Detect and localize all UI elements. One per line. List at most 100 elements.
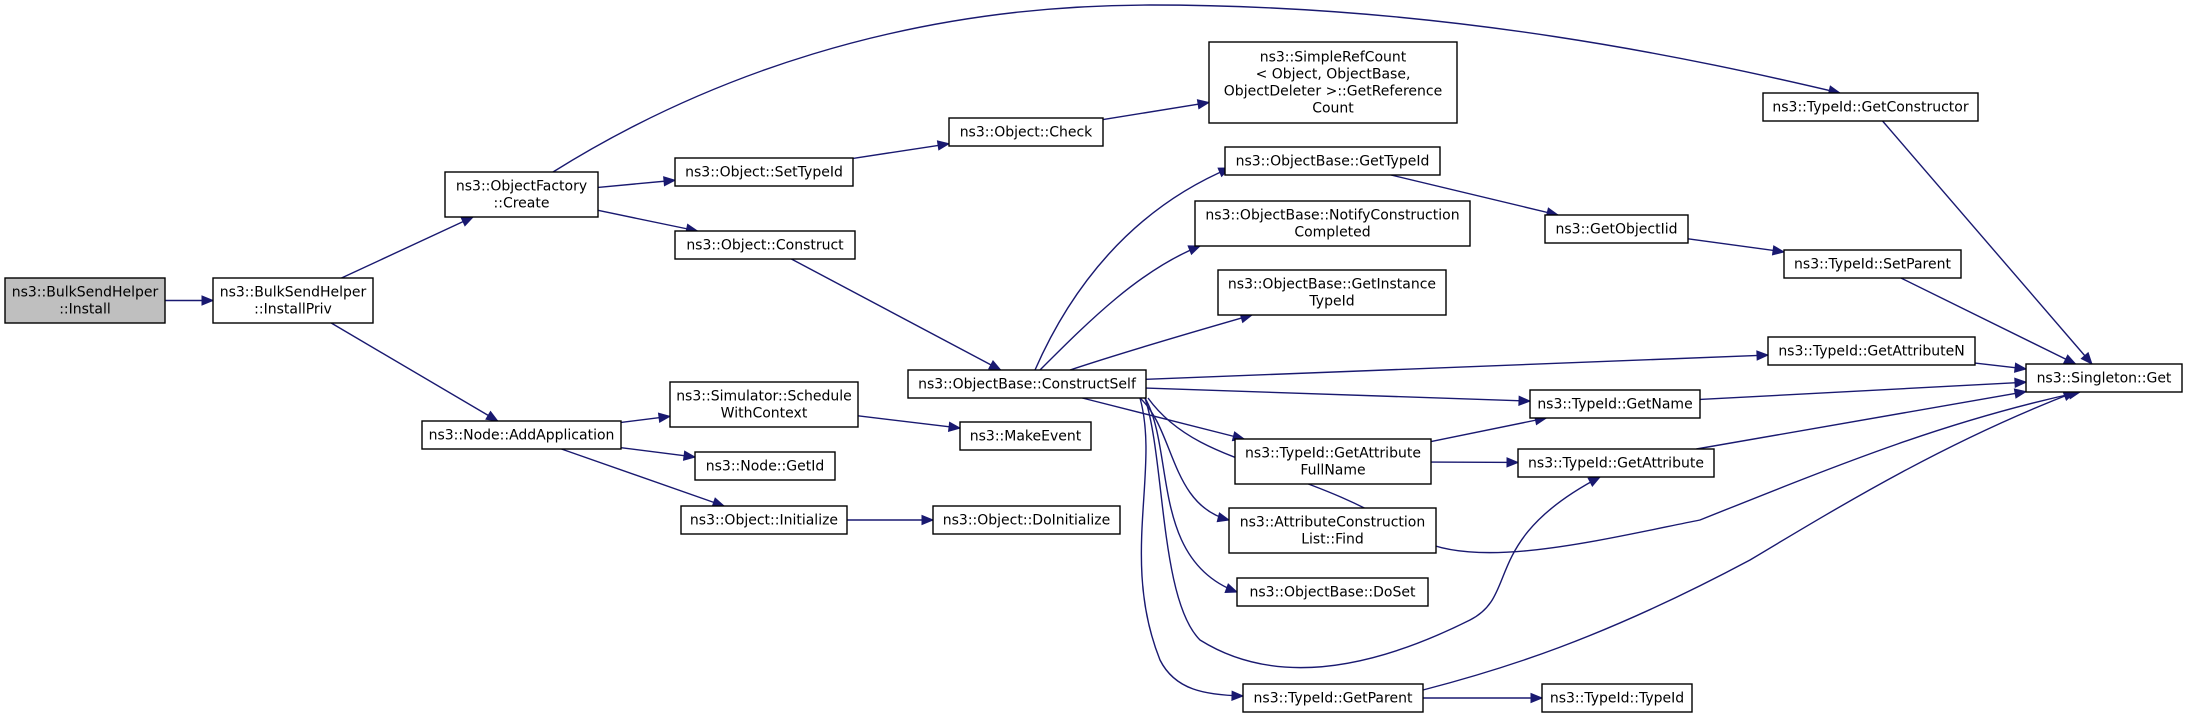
- edge-getconstructor-to-singleton_get-arrowhead: [2080, 351, 2093, 366]
- node-box: [1236, 577, 1429, 607]
- node-construct[interactable]: ns3::Object::Construct: [674, 230, 856, 260]
- node-notifyconstr[interactable]: ns3::ObjectBase::NotifyConstructionCompl…: [1194, 200, 1471, 247]
- edge-constructself-to-getparent: [1139, 397, 1244, 697]
- node-label: ns3::ObjectFactory: [456, 179, 587, 195]
- node-label: ns3::BulkSendHelper: [12, 285, 159, 301]
- node-of_create[interactable]: ns3::ObjectFactory::Create: [444, 171, 599, 218]
- node-box: [1762, 92, 1979, 122]
- edge-constructself-to-getparent-arrowhead: [1231, 690, 1245, 701]
- edge-constructself-to-doset: [1144, 397, 1238, 593]
- node-label: ns3::TypeId::GetConstructor: [1772, 100, 1968, 116]
- node-makeevent[interactable]: ns3::MakeEvent: [959, 421, 1092, 451]
- node-label: ::Create: [494, 196, 550, 212]
- edge-setparent-to-singleton_get: [1900, 277, 2076, 365]
- node-singleton_get[interactable]: ns3::Singleton::Get: [2025, 363, 2183, 393]
- node-installpriv[interactable]: ns3::BulkSendHelper::InstallPriv: [212, 277, 374, 324]
- node-box: [674, 157, 854, 187]
- edge-constructself-to-notifyconstr: [1039, 245, 1201, 371]
- node-box: [959, 421, 1092, 451]
- edge-constructself-to-ob_gettypeid: [1034, 167, 1231, 371]
- node-typeid_ctor[interactable]: ns3::TypeId::TypeId: [1541, 683, 1693, 713]
- node-box: [1208, 41, 1458, 124]
- node-label: ns3::ObjectBase::GetTypeId: [1236, 154, 1430, 170]
- node-box: [2025, 363, 2183, 393]
- node-doinit[interactable]: ns3::Object::DoInitialize: [932, 505, 1121, 535]
- node-label: ns3::ObjectBase::GetInstance: [1228, 277, 1436, 293]
- edge-constructself-to-getattrn: [1145, 354, 1769, 381]
- edge-getname-to-singleton_get: [1699, 381, 2027, 401]
- edge-installpriv-to-of_create-arrowhead: [460, 216, 475, 227]
- node-box: [1541, 683, 1693, 713]
- node-getattribute[interactable]: ns3::TypeId::GetAttribute: [1517, 448, 1715, 478]
- node-addapp[interactable]: ns3::Node::AddApplication: [421, 420, 622, 450]
- node-label: ns3::TypeId::GetAttributeN: [1778, 344, 1964, 360]
- node-constructself[interactable]: ns3::ObjectBase::ConstructSelf: [907, 369, 1147, 399]
- node-label: List::Find: [1301, 532, 1364, 548]
- node-label: ns3::TypeId::GetName: [1537, 397, 1692, 413]
- node-label: ns3::ObjectBase::DoSet: [1250, 585, 1416, 601]
- node-label: Count: [1312, 101, 1354, 117]
- node-box: [1767, 336, 1976, 366]
- node-box: [948, 117, 1104, 147]
- node-label: ns3::Singleton::Get: [2037, 371, 2172, 387]
- edge-of_create-to-construct: [597, 209, 698, 232]
- node-getobjectiid[interactable]: ns3::GetObjectIid: [1544, 214, 1689, 244]
- edge-obj_init-to-doinit-arrowhead: [921, 514, 935, 526]
- node-box: [1234, 438, 1432, 485]
- node-box: [669, 381, 859, 428]
- node-box: [1783, 249, 1962, 279]
- node-getconstructor[interactable]: ns3::TypeId::GetConstructor: [1762, 92, 1979, 122]
- node-box: [4, 277, 166, 324]
- edge-constructself-to-getattribute-arrowhead: [1587, 476, 1602, 487]
- node-install[interactable]: ns3::BulkSendHelper::Install: [4, 277, 166, 324]
- node-label: Completed: [1294, 225, 1370, 241]
- node-obj_init[interactable]: ns3::Object::Initialize: [680, 505, 848, 535]
- node-label: ns3::Object::Initialize: [690, 513, 838, 529]
- edge-constructself-to-getattrn-arrowhead: [1756, 350, 1770, 361]
- node-label: ns3::Node::AddApplication: [429, 428, 615, 444]
- node-label: ns3::TypeId::TypeId: [1550, 691, 1684, 707]
- edge-addapp-to-node_getid: [620, 446, 696, 458]
- node-node_getid[interactable]: ns3::Node::GetId: [694, 451, 836, 481]
- node-ob_gettypeid[interactable]: ns3::ObjectBase::GetTypeId: [1224, 146, 1441, 176]
- edge-constructself-to-getname-arrowhead: [1518, 395, 1532, 406]
- edge-obj_check-to-refcount: [1102, 101, 1210, 121]
- node-getattrn[interactable]: ns3::TypeId::GetAttributeN: [1767, 336, 1976, 366]
- node-label: ns3::MakeEvent: [970, 429, 1082, 445]
- node-setparent[interactable]: ns3::TypeId::SetParent: [1783, 249, 1962, 279]
- node-refcount[interactable]: ns3::SimpleRefCount< Object, ObjectBase,…: [1208, 41, 1458, 124]
- node-getparent[interactable]: ns3::TypeId::GetParent: [1242, 683, 1424, 713]
- node-obj_check[interactable]: ns3::Object::Check: [948, 117, 1104, 147]
- node-box: [1224, 146, 1441, 176]
- edge-constructself-to-doset-arrowhead: [1224, 583, 1239, 593]
- node-box: [1217, 269, 1447, 316]
- node-label: TypeId: [1308, 294, 1354, 310]
- edge-addapp-to-node_getid-arrowhead: [682, 450, 697, 461]
- node-label: ns3::Object::Check: [960, 125, 1093, 141]
- node-label: ns3::SimpleRefCount: [1260, 50, 1407, 66]
- edge-getobjectiid-to-setparent-arrowhead: [1771, 245, 1786, 256]
- edge-getattribute-to-singleton_get: [1696, 390, 2027, 450]
- node-getname[interactable]: ns3::TypeId::GetName: [1529, 389, 1701, 419]
- edge-installpriv-to-of_create: [341, 216, 474, 279]
- node-box: [1517, 448, 1715, 478]
- node-box: [212, 277, 374, 324]
- node-label: WithContext: [721, 406, 808, 422]
- node-box: [1228, 507, 1437, 554]
- edge-getname-to-singleton_get-arrowhead: [2014, 377, 2028, 388]
- node-doset[interactable]: ns3::ObjectBase::DoSet: [1236, 577, 1429, 607]
- node-settypeid[interactable]: ns3::Object::SetTypeId: [674, 157, 854, 187]
- edge-schedctx-to-makeevent-arrowhead: [947, 421, 962, 432]
- node-label: ns3::Node::GetId: [706, 459, 824, 475]
- node-label: ns3::TypeId::GetParent: [1254, 691, 1413, 707]
- node-label: ns3::TypeId::SetParent: [1794, 257, 1951, 273]
- edge-constructself-to-getinstance: [1069, 314, 1253, 371]
- edge-getconstructor-to-singleton_get: [1882, 120, 2093, 365]
- edge-construct-to-constructself-arrowhead: [987, 359, 1002, 371]
- edge-of_create-to-getconstructor: [552, 4, 1841, 173]
